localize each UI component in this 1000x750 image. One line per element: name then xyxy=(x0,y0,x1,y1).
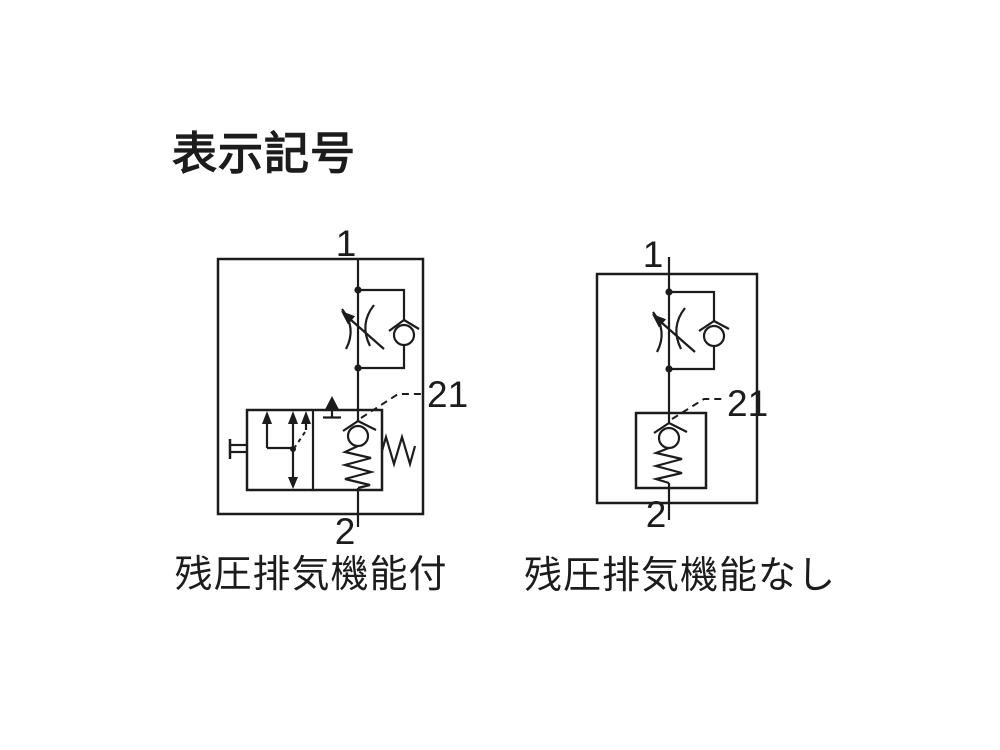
right-diagram-graphic xyxy=(595,257,759,520)
pilot-check-valve-spring-icon xyxy=(634,411,708,490)
speed-controller-throttle-icon xyxy=(341,304,385,350)
right-port-1-label: 1 xyxy=(642,234,664,275)
pilot-check-valve-spring-icon xyxy=(340,420,377,490)
left-port-1-label: 1 xyxy=(335,223,357,264)
return-spring-icon xyxy=(380,433,417,468)
bypass-check-valve-icon xyxy=(358,288,420,370)
left-diagram-graphic xyxy=(216,257,425,527)
residual-exhaust-valve-icon xyxy=(228,396,417,492)
left-diagram-caption: 残圧排気機能付 xyxy=(174,554,448,596)
right-port-2-label: 2 xyxy=(645,494,667,535)
pilot-dashed-line xyxy=(360,393,421,419)
speed-controller-throttle-icon xyxy=(652,307,696,353)
enclosure-box xyxy=(595,272,759,505)
enclosure-box xyxy=(216,257,425,516)
right-diagram-caption: 残圧排気機能なし xyxy=(523,555,837,597)
figure-title: 表示記号 xyxy=(172,128,357,179)
left-port-2-label: 2 xyxy=(334,511,356,552)
bypass-check-valve-icon xyxy=(669,290,730,371)
right-port-21-label: 21 xyxy=(727,383,769,424)
left-port-21-label: 21 xyxy=(427,374,469,415)
manual-override-icon xyxy=(228,439,247,459)
exhaust-vent-icon xyxy=(323,396,341,419)
pilot-dashed-line xyxy=(671,398,722,420)
